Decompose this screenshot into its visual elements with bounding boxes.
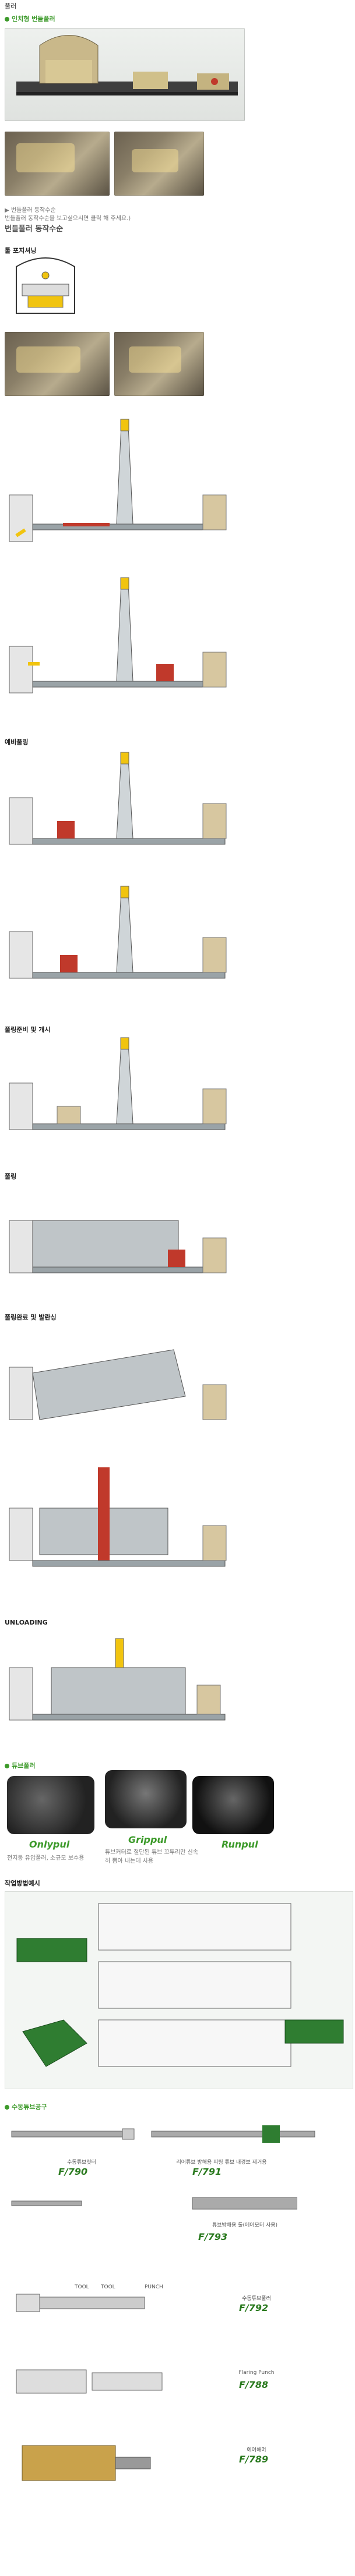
product-onlypul-desc: 전지동 유압풀러, 소규모 보수용	[7, 1855, 85, 1862]
stage-diagram-3b	[9, 886, 227, 979]
section-heading-1: 인치형 번들풀러	[5, 14, 55, 23]
tool-f790-code: F/790	[58, 2166, 88, 2177]
machine-photo-main	[5, 28, 245, 121]
product-runpul	[192, 1776, 274, 1834]
product-grippul	[105, 1770, 187, 1828]
bullet-icon	[5, 17, 9, 22]
bullet-icon	[5, 1764, 9, 1768]
machine-photo-left	[5, 132, 110, 196]
product-grippul-desc: 튜브커터로 절단된 튜브 꼬투리만 신속히 뽑아 내는데 사용	[105, 1849, 198, 1864]
page-title: 풀러	[5, 2, 17, 10]
tool-f788-desc: Flaring Punch	[238, 2370, 275, 2376]
tool-f793	[6, 2189, 298, 2224]
section-heading-7: UNLOADING	[5, 1619, 48, 1626]
tool-f791-code: F/791	[192, 2166, 222, 2177]
section-heading-6: 풀링완료 및 발란싱	[5, 1314, 57, 1321]
section-heading-10: 수동튜브공구	[5, 2102, 47, 2111]
tool-f788-code: F/788	[239, 2379, 269, 2390]
section-heading-5: 풀링	[5, 1173, 17, 1180]
machine-photo-right	[114, 132, 204, 196]
section-label: 튜브풀러	[12, 1762, 36, 1770]
bundle-puller-illustration	[16, 35, 238, 95]
bullet-icon	[5, 2105, 9, 2110]
intro-link[interactable]: 번들풀러 동작수순	[5, 225, 64, 233]
product-runpul-name: Runpul	[222, 1839, 258, 1850]
section-label: 수동튜브공구	[12, 2103, 47, 2111]
section-heading-9: 작업방법예시	[5, 1880, 40, 1887]
product-onlypul	[7, 1776, 94, 1834]
tool-positioning-diagram	[16, 257, 75, 314]
stage-diagram-6b	[9, 1467, 227, 1567]
tool-f789-illustration	[22, 2445, 151, 2481]
diagram-label-tool-right: PUNCH	[145, 2284, 163, 2290]
section-heading-8: 튜브풀러	[5, 1761, 35, 1770]
tool-f792-desc: 수동튜브풀러	[242, 2296, 271, 2302]
tool-f792-illustration: TOOL TOOL PUNCH	[16, 2284, 163, 2312]
stage-diagram-4	[9, 1037, 227, 1130]
intro-bullet: ▶ 번들풀러 동작수순	[5, 207, 56, 214]
work-method-illustration	[16, 1903, 344, 2067]
positioning-photo-right	[114, 332, 204, 396]
tool-f789-code: F/789	[239, 2454, 269, 2465]
work-method-panel	[5, 1891, 353, 2089]
stage-diagram-5	[9, 1220, 227, 1273]
tool-f790-desc: 수동튜브컷터	[67, 2160, 96, 2165]
stage-diagram-2	[9, 577, 227, 693]
stage-diagram-6a	[9, 1349, 227, 1420]
product-onlypul-name: Onlypul	[29, 1839, 70, 1850]
tool-f792-code: F/792	[239, 2302, 269, 2313]
product-grippul-name: Grippul	[128, 1834, 167, 1845]
tool-f789-desc: 에어해머	[247, 2447, 266, 2453]
positioning-photo-left	[5, 332, 110, 396]
diagram-label-tool-mid: TOOL	[100, 2284, 115, 2290]
diagram-label-tool-top: TOOL	[74, 2284, 89, 2290]
tool-f790	[6, 2119, 140, 2154]
intro-line: 번들풀러 동작수순을 보고싶으시면 클릭 해 주세요.)	[5, 215, 131, 222]
tool-f793-desc: 튜브방해용 툴(에어모터 사용)	[212, 2223, 278, 2228]
stage-diagram-1	[9, 419, 227, 542]
section-heading-3: 예비풀링	[5, 738, 29, 746]
tool-f791	[146, 2119, 332, 2154]
tool-f788-illustration	[16, 2369, 163, 2394]
tool-f791-desc: 리어튜브 방해용 피팅 튜브 내경보 제거용	[176, 2160, 267, 2165]
section-heading-2: 툴 포지셔닝	[5, 247, 37, 254]
stage-diagram-3a	[9, 752, 227, 845]
section-heading-4: 풀링준비 및 개시	[5, 1026, 51, 1034]
section-label: 인치형 번들풀러	[12, 15, 55, 23]
tool-f793-code: F/793	[198, 2231, 228, 2242]
stage-diagram-7	[9, 1638, 226, 1721]
